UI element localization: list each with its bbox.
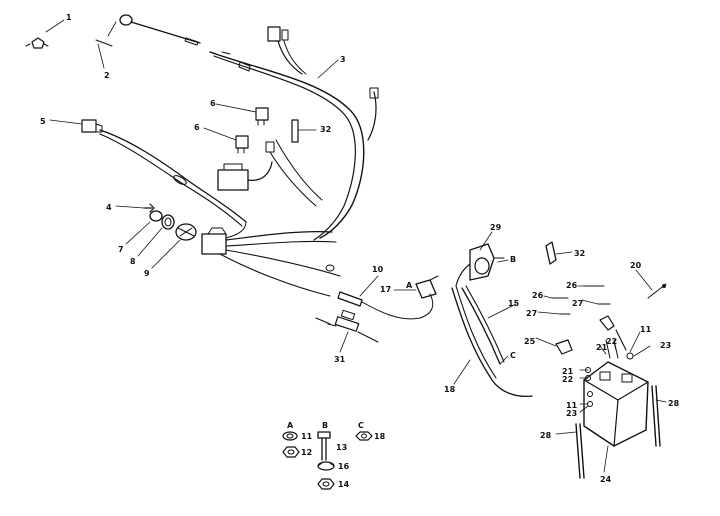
legend-label-11: 11 [301, 432, 313, 441]
part-28-rod-left [575, 423, 585, 479]
part-8-grommet [161, 214, 175, 230]
label-1: 1 [66, 13, 72, 22]
part-25-clamp [555, 339, 573, 355]
label-25: 25 [524, 337, 536, 346]
label-22-upper: 22 [606, 337, 617, 346]
label-24: 24 [600, 475, 612, 484]
part-6-relay-upper [255, 107, 269, 126]
legend-nut-14 [317, 478, 335, 490]
part-24-battery [583, 361, 649, 447]
part-9-switch [175, 223, 197, 241]
legend-label-13: 13 [336, 443, 347, 452]
part-4-screw [143, 203, 155, 213]
legend-header-C: C [358, 421, 364, 430]
label-11-upper: 11 [640, 325, 652, 334]
part-5-connector [81, 119, 247, 227]
legend-nut-11 [282, 431, 298, 441]
part-32-clip-right [545, 241, 557, 265]
label-4: 4 [106, 203, 112, 212]
label-26-lower: 26 [532, 291, 544, 300]
legend-label-16: 16 [338, 462, 350, 471]
callout-labels: 1 2 3 5 6 6 32 4 7 8 9 10 17 A 29 B 32 2… [40, 13, 680, 484]
label-31: 31 [334, 355, 346, 364]
part-20-wire [647, 283, 667, 299]
part-7-washer [149, 210, 163, 222]
legend-nut-12 [282, 446, 300, 458]
label-26-upper: 26 [566, 281, 578, 290]
hardware-legend: A B C 11 12 13 16 14 18 [287, 421, 386, 489]
label-B: B [510, 255, 516, 264]
battery-top-hardware [585, 315, 634, 407]
label-32-right: 32 [574, 249, 585, 258]
label-21-lower: 21 [562, 367, 574, 376]
label-15: 15 [508, 299, 520, 308]
part-29-ignition-switch [455, 243, 505, 287]
label-3: 3 [340, 55, 346, 64]
legend-bolt-13 [317, 431, 331, 461]
legend-label-12: 12 [301, 448, 312, 457]
label-23-lower: 23 [566, 409, 577, 418]
label-17: 17 [380, 285, 391, 294]
part-28-rod-right [651, 385, 661, 447]
label-A: A [406, 281, 413, 290]
part-32-sleeve-upper [291, 119, 299, 143]
legend-label-14: 14 [338, 480, 350, 489]
label-6-upper: 6 [210, 99, 216, 108]
leader-lines [45, 19, 667, 473]
label-18: 18 [444, 385, 456, 394]
part-2-bulb-wire [95, 14, 201, 47]
label-20: 20 [630, 261, 642, 270]
part-17-connector [415, 275, 439, 299]
legend-washer-18 [355, 431, 373, 441]
label-5: 5 [40, 117, 46, 126]
label-22-lower: 22 [562, 375, 573, 384]
part-15-cable [461, 285, 505, 365]
label-7: 7 [118, 245, 124, 254]
label-9: 9 [144, 269, 150, 278]
label-10: 10 [372, 265, 384, 274]
legend-header-A: A [287, 421, 294, 430]
label-11-lower: 11 [566, 401, 578, 410]
label-32-upper: 32 [320, 125, 331, 134]
label-27-lower: 27 [526, 309, 537, 318]
label-28-left: 28 [540, 431, 552, 440]
harness-junction-block [201, 221, 434, 320]
label-29: 29 [490, 223, 502, 232]
label-27-upper: 27 [572, 299, 583, 308]
label-21-upper: 21 [596, 343, 608, 352]
legend-header-B: B [322, 421, 328, 430]
label-2: 2 [104, 71, 110, 80]
label-23-upper: 23 [660, 341, 671, 350]
label-C: C [510, 351, 516, 360]
part-18-cable [451, 285, 533, 398]
label-8: 8 [130, 257, 136, 266]
legend-label-18: 18 [374, 432, 386, 441]
label-6-lower: 6 [194, 123, 200, 132]
part-6-relay-lower [235, 135, 249, 154]
part-1-socket [25, 37, 49, 49]
part-3-main-harness [209, 26, 379, 241]
cdi-box [217, 139, 323, 207]
part-31-coil [315, 309, 379, 343]
label-28-right: 28 [668, 399, 680, 408]
legend-washer-16 [317, 461, 335, 471]
